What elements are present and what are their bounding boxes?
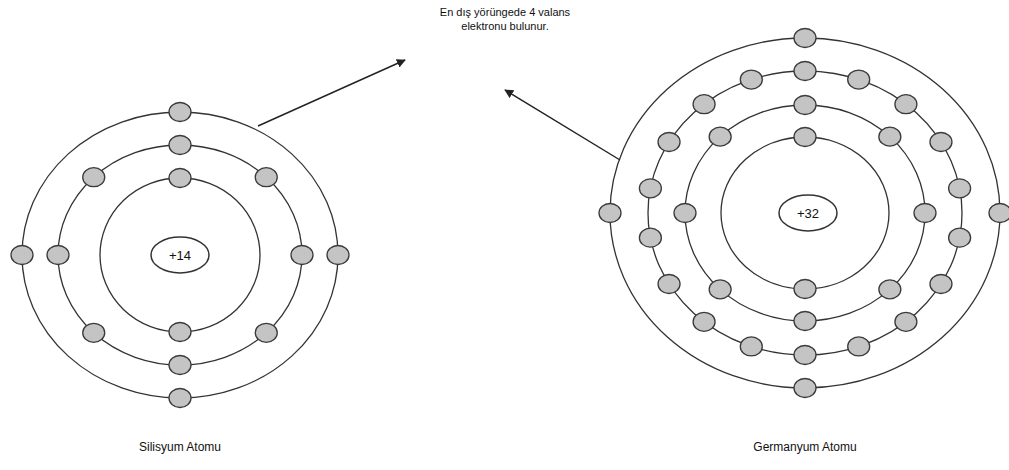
electron [879, 280, 901, 299]
electron [11, 246, 33, 265]
electron [989, 204, 1009, 223]
electron [327, 246, 349, 265]
electron [169, 136, 191, 155]
electron [693, 312, 715, 331]
electron [794, 379, 816, 398]
nucleus: +14 [150, 236, 210, 274]
nucleus: +32 [778, 194, 838, 232]
electron-shell [100, 178, 260, 332]
electron [794, 280, 816, 299]
atom-caption: Silisyum Atomu [80, 440, 280, 455]
electron [914, 204, 936, 223]
leader-arrow [258, 60, 405, 126]
atom-shells [11, 103, 349, 408]
electron [848, 70, 870, 89]
electron [255, 323, 277, 342]
electron [83, 168, 105, 187]
atom-caption: Germanyum Atomu [695, 440, 915, 455]
electron [794, 312, 816, 331]
electron [794, 346, 816, 365]
electron-shell [685, 105, 925, 321]
electron [658, 275, 680, 294]
electron [674, 204, 696, 223]
electron [639, 179, 661, 198]
electron-shell [610, 38, 1000, 388]
electron-shell [721, 137, 889, 289]
electron [949, 228, 971, 247]
electron [794, 62, 816, 81]
nucleus-charge: +14 [150, 248, 210, 263]
electron [709, 280, 731, 299]
electron [599, 204, 621, 223]
atoms [11, 29, 1009, 408]
electron [658, 133, 680, 152]
electron [709, 127, 731, 146]
electron [930, 275, 952, 294]
electron [291, 246, 313, 265]
electron [639, 228, 661, 247]
electron [740, 337, 762, 356]
electron [255, 168, 277, 187]
electron [169, 169, 191, 188]
leader-arrow [505, 90, 620, 160]
electron-shell [22, 112, 338, 398]
electron [794, 29, 816, 48]
electron [693, 95, 715, 114]
electron [879, 127, 901, 146]
electron-shell [58, 145, 302, 365]
electron [169, 323, 191, 342]
electron [794, 128, 816, 147]
electron [949, 179, 971, 198]
electron [930, 133, 952, 152]
electron [169, 103, 191, 122]
electron [169, 356, 191, 375]
electron [740, 70, 762, 89]
electron [895, 312, 917, 331]
atom-shells [599, 29, 1009, 398]
electron [47, 246, 69, 265]
electron [895, 95, 917, 114]
electron [169, 389, 191, 408]
electron [83, 323, 105, 342]
electron [794, 96, 816, 115]
note-text: En dış yörüngede 4 valans elektronu bulu… [420, 6, 590, 34]
electron-shell [648, 71, 962, 355]
nucleus-charge: +32 [778, 206, 838, 221]
electron [848, 337, 870, 356]
